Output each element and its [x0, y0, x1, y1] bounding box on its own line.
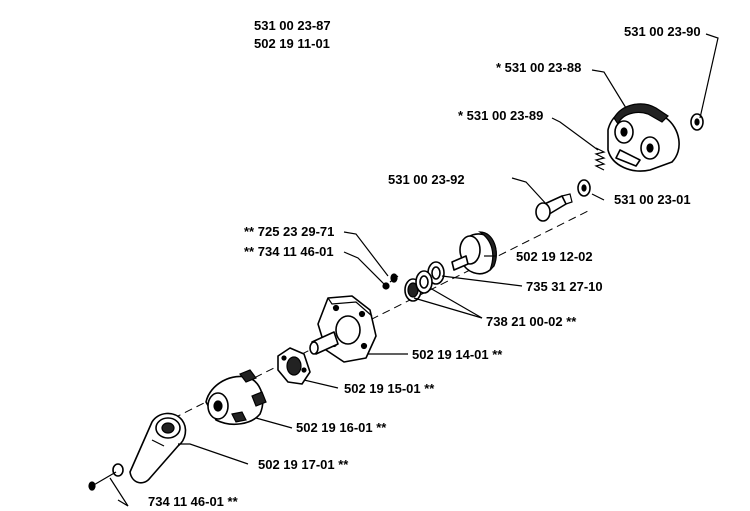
part-label-735-31-27-10: 735 31 27-10 [526, 279, 603, 294]
leader-lines [109, 33, 719, 507]
part-label-531-00-23-01: 531 00 23-01 [614, 192, 691, 207]
part-label-725-23-29-71: ** 725 23 29-71 [244, 224, 334, 239]
ball-bearing-parts [404, 270, 433, 302]
clutch-housing-part [309, 295, 377, 363]
part-label-734-11-46-01-bottom: 734 11 46-01 ** [148, 494, 239, 509]
part-label-531-00-23-90: 531 00 23-90 [624, 24, 701, 39]
coupling-part [205, 369, 267, 426]
assembly-number-label-2: 502 19 11-01 [254, 36, 330, 51]
bottom-screw-part [88, 463, 124, 491]
part-label-531-00-23-89: * 531 00 23-89 [458, 108, 543, 123]
shoulder-bolt-part [535, 193, 573, 222]
washer-part [690, 113, 704, 131]
small-screw-parts [382, 273, 399, 290]
part-label-502-19-16-01: 502 19 16-01 ** [296, 420, 387, 435]
gasket-part [277, 347, 311, 385]
clutch-shoe-assembly [607, 103, 680, 172]
part-label-502-19-17-01: 502 19 17-01 ** [258, 457, 349, 472]
small-washer-part [577, 179, 591, 197]
part-label-738-21-00-02: 738 21 00-02 ** [486, 314, 577, 329]
tube-clamp-part [129, 412, 187, 484]
part-label-502-19-14-01: 502 19 14-01 ** [412, 347, 503, 362]
part-label-531-00-23-88: * 531 00 23-88 [496, 60, 581, 75]
part-label-531-00-23-92: 531 00 23-92 [388, 172, 465, 187]
part-label-502-19-15-01: 502 19 15-01 ** [344, 381, 435, 396]
part-label-734-11-46-01-top: ** 734 11 46-01 [244, 244, 334, 259]
part-label-502-19-12-02: 502 19 12-02 [516, 249, 593, 264]
assembly-number-label: 531 00 23-87 [254, 18, 331, 33]
clutch-drum-part [451, 231, 497, 275]
spring-part [594, 147, 606, 171]
